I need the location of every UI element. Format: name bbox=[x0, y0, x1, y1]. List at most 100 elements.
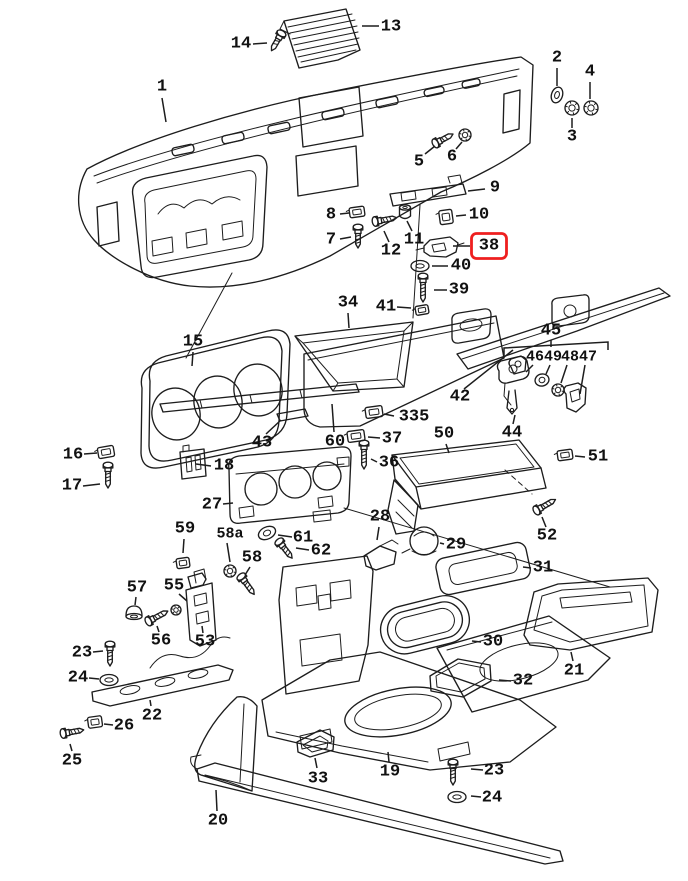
fastener-clip-51-icon bbox=[553, 448, 574, 462]
part-label-24[interactable]: 24 bbox=[482, 789, 502, 808]
part-label-59[interactable]: 59 bbox=[175, 520, 195, 539]
part-label-8[interactable]: 8 bbox=[326, 206, 336, 225]
part-callout-26-54: 26 bbox=[103, 717, 134, 736]
part-label-53[interactable]: 53 bbox=[195, 633, 215, 652]
part-glovebox-door bbox=[303, 308, 505, 428]
part-label-22[interactable]: 22 bbox=[142, 707, 162, 726]
part-label-46[interactable]: 46 bbox=[526, 349, 544, 366]
part-label-55[interactable]: 55 bbox=[164, 577, 184, 596]
part-label-335[interactable]: 335 bbox=[399, 408, 430, 427]
part-label-42[interactable]: 42 bbox=[450, 388, 470, 407]
part-label-26[interactable]: 26 bbox=[114, 717, 134, 736]
part-label-36[interactable]: 36 bbox=[379, 454, 399, 473]
fastener-screw-56-icon bbox=[144, 610, 169, 627]
part-50-storage-tray bbox=[387, 439, 547, 535]
part-label-58a[interactable]: 58a bbox=[216, 526, 243, 543]
fastener-nut-6-icon bbox=[458, 128, 472, 142]
part-callout-2-3: 2 bbox=[552, 49, 562, 86]
part-label-16[interactable]: 16 bbox=[63, 446, 83, 465]
part-label-15[interactable]: 15 bbox=[183, 333, 203, 352]
part-29-knob bbox=[401, 526, 439, 556]
part-label-21[interactable]: 21 bbox=[564, 662, 584, 681]
part-callout-61-42: 61 bbox=[277, 529, 313, 548]
part-label-34[interactable]: 34 bbox=[338, 294, 358, 313]
part-callout-40-15: 40 bbox=[432, 257, 471, 276]
part-label-11[interactable]: 11 bbox=[404, 231, 424, 250]
highlight-box-38 bbox=[470, 232, 508, 260]
fastener-screw-23a-icon bbox=[104, 640, 116, 667]
part-label-57[interactable]: 57 bbox=[127, 579, 147, 598]
part-label-1[interactable]: 1 bbox=[157, 78, 167, 97]
part-callout-62-43: 62 bbox=[295, 542, 331, 561]
part-label-38[interactable]: 38 bbox=[479, 237, 499, 256]
part-label-52[interactable]: 52 bbox=[537, 527, 557, 546]
part-label-6[interactable]: 6 bbox=[447, 148, 457, 167]
part-label-47[interactable]: 47 bbox=[579, 349, 597, 366]
part-label-39[interactable]: 39 bbox=[449, 281, 469, 300]
part-label-31[interactable]: 31 bbox=[533, 559, 553, 578]
part-53-bracket-plate bbox=[185, 568, 217, 647]
part-label-62[interactable]: 62 bbox=[311, 542, 331, 561]
part-callout-23-62: 23 bbox=[470, 762, 504, 781]
fastener-screw-23b-icon bbox=[447, 758, 459, 786]
fastener-screw-7-icon bbox=[352, 223, 364, 249]
part-label-61[interactable]: 61 bbox=[293, 529, 313, 548]
part-label-40[interactable]: 40 bbox=[451, 257, 471, 276]
part-callout-13-1: 13 bbox=[362, 18, 401, 37]
part-label-9[interactable]: 9 bbox=[490, 179, 500, 198]
part-label-49[interactable]: 49 bbox=[544, 349, 562, 366]
part-label-17[interactable]: 17 bbox=[62, 477, 82, 496]
part-label-5[interactable]: 5 bbox=[414, 153, 424, 172]
part-callout-37-33: 37 bbox=[367, 430, 402, 449]
part-label-37[interactable]: 37 bbox=[382, 430, 402, 449]
part-label-20[interactable]: 20 bbox=[208, 812, 228, 831]
part-callout-41-18: 41 bbox=[376, 298, 412, 317]
part-label-28[interactable]: 28 bbox=[370, 508, 390, 527]
part-label-3[interactable]: 3 bbox=[567, 128, 577, 147]
part-38-latch bbox=[415, 236, 465, 258]
part-32-lid bbox=[429, 658, 492, 698]
part-label-25[interactable]: 25 bbox=[62, 752, 82, 771]
part-22-rail bbox=[91, 636, 234, 707]
part-label-56[interactable]: 56 bbox=[151, 632, 171, 651]
part-callout-10-9: 10 bbox=[455, 206, 489, 225]
fastener-clip-10-icon bbox=[435, 208, 454, 226]
part-label-2[interactable]: 2 bbox=[552, 49, 562, 68]
fastener-screw-39-icon bbox=[417, 272, 429, 303]
part-label-24[interactable]: 24 bbox=[68, 669, 88, 688]
part-label-19[interactable]: 19 bbox=[380, 763, 400, 782]
part-label-18[interactable]: 18 bbox=[214, 457, 234, 476]
fastener-clip-37-icon bbox=[343, 428, 366, 444]
part-label-4[interactable]: 4 bbox=[585, 63, 595, 82]
part-callout-12-12: 12 bbox=[381, 230, 401, 261]
part-label-12[interactable]: 12 bbox=[381, 242, 401, 261]
part-label-29[interactable]: 29 bbox=[446, 536, 466, 555]
part-label-7[interactable]: 7 bbox=[326, 231, 336, 250]
part-20-sill-strip bbox=[190, 754, 564, 865]
part-label-45[interactable]: 45 bbox=[541, 322, 561, 341]
part-label-13[interactable]: 13 bbox=[381, 18, 401, 37]
part-label-23[interactable]: 23 bbox=[484, 762, 504, 781]
part-label-44[interactable]: 44 bbox=[502, 424, 522, 443]
part-label-32[interactable]: 32 bbox=[513, 672, 533, 691]
part-label-10[interactable]: 10 bbox=[469, 206, 489, 225]
part-label-51[interactable]: 51 bbox=[588, 448, 608, 467]
part-label-14[interactable]: 14 bbox=[231, 35, 251, 54]
part-callout-18-29: 18 bbox=[195, 457, 234, 476]
part-44-lock-cylinder bbox=[496, 355, 530, 415]
part-label-33[interactable]: 33 bbox=[308, 770, 328, 789]
fastener-nut-4-icon bbox=[583, 100, 599, 116]
part-label-41[interactable]: 41 bbox=[376, 298, 396, 317]
part-label-30[interactable]: 30 bbox=[483, 633, 503, 652]
part-label-27[interactable]: 27 bbox=[202, 496, 222, 515]
part-label-60[interactable]: 60 bbox=[325, 433, 345, 452]
part-label-58[interactable]: 58 bbox=[242, 549, 262, 568]
part-label-43[interactable]: 43 bbox=[252, 434, 272, 453]
part-callout-335-32: 335 bbox=[383, 408, 430, 427]
part-callout-48-23: 48 bbox=[560, 349, 579, 384]
part-label-23[interactable]: 23 bbox=[72, 644, 92, 663]
part-label-48[interactable]: 48 bbox=[561, 349, 579, 366]
part-label-50[interactable]: 50 bbox=[434, 425, 454, 444]
fastener-screw-12-icon bbox=[371, 215, 398, 227]
fastener-screw-52-icon bbox=[532, 498, 557, 516]
